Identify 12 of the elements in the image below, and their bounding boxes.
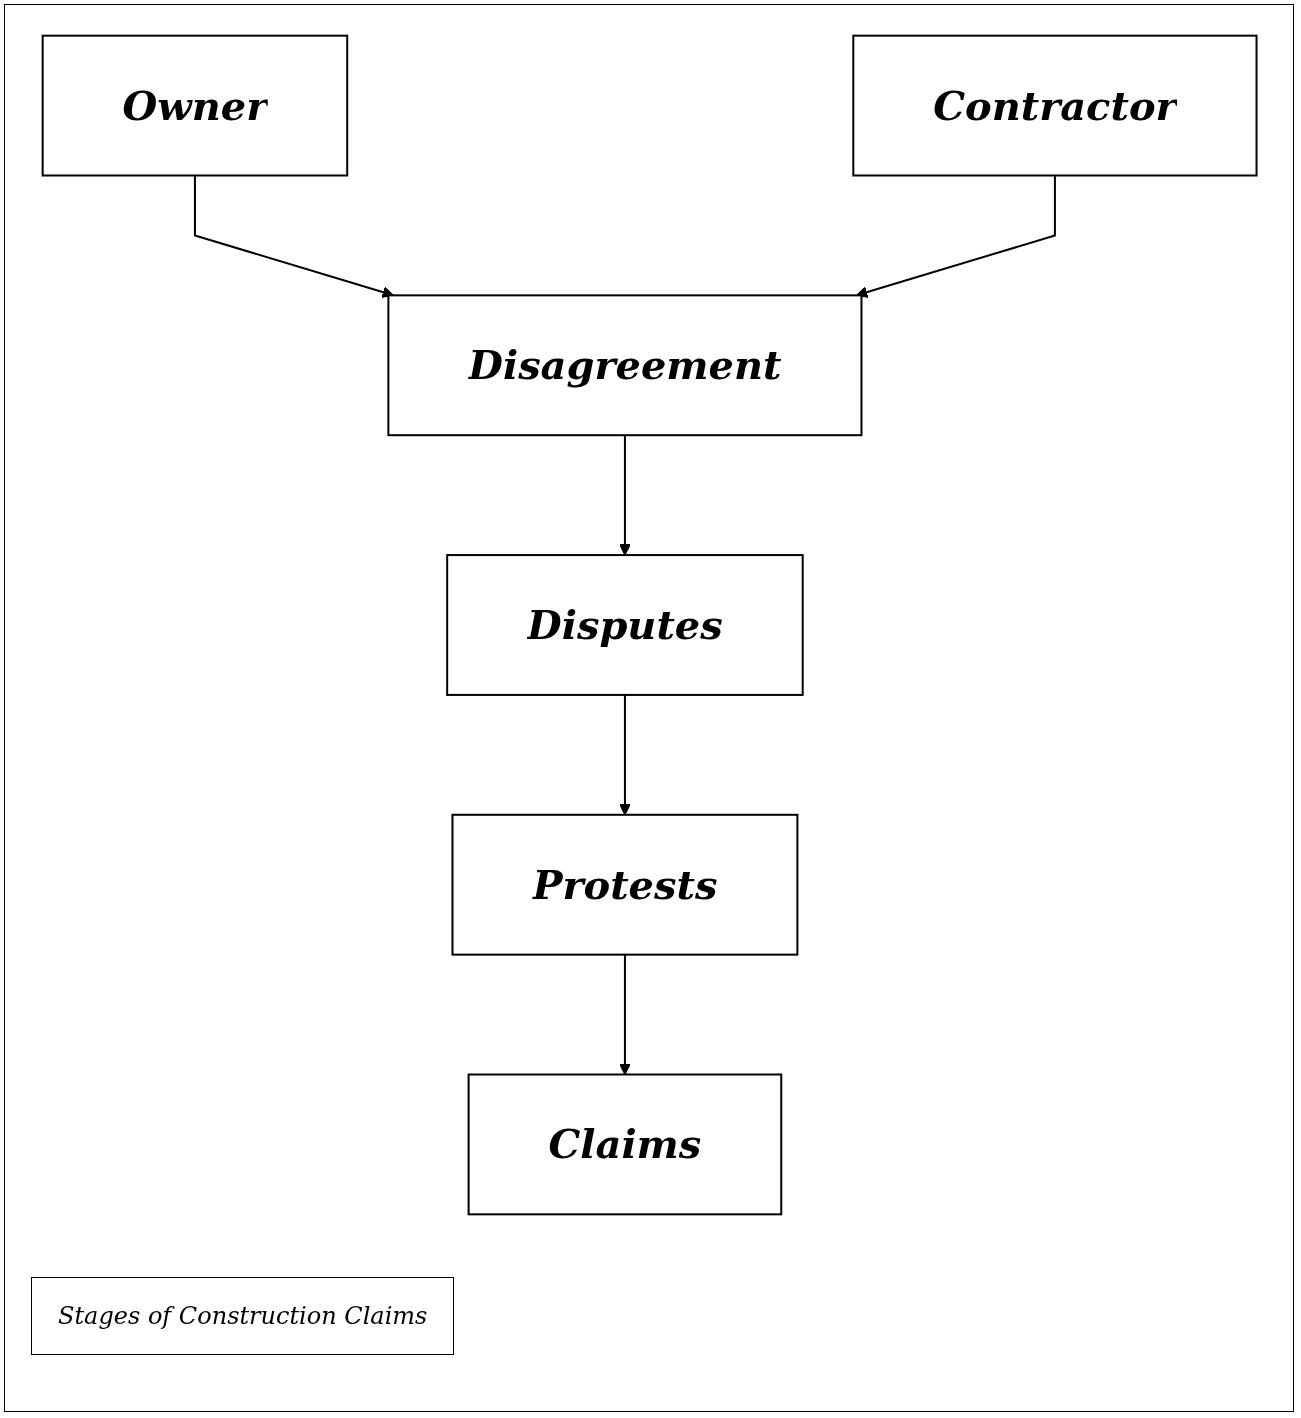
node-box: Contractor <box>852 34 1258 177</box>
caption: Stages of Construction Claims <box>31 1277 455 1355</box>
node-box: Protests <box>451 813 799 956</box>
node-box: Disagreement <box>387 294 863 437</box>
node-box: Disputes <box>446 554 805 696</box>
arrow <box>194 174 395 298</box>
arrow <box>856 174 1057 298</box>
arrow <box>619 434 632 556</box>
arrow <box>619 693 632 816</box>
node-box: Claims <box>468 1073 783 1216</box>
arrow <box>619 953 632 1076</box>
node-box: Owner <box>42 34 349 177</box>
